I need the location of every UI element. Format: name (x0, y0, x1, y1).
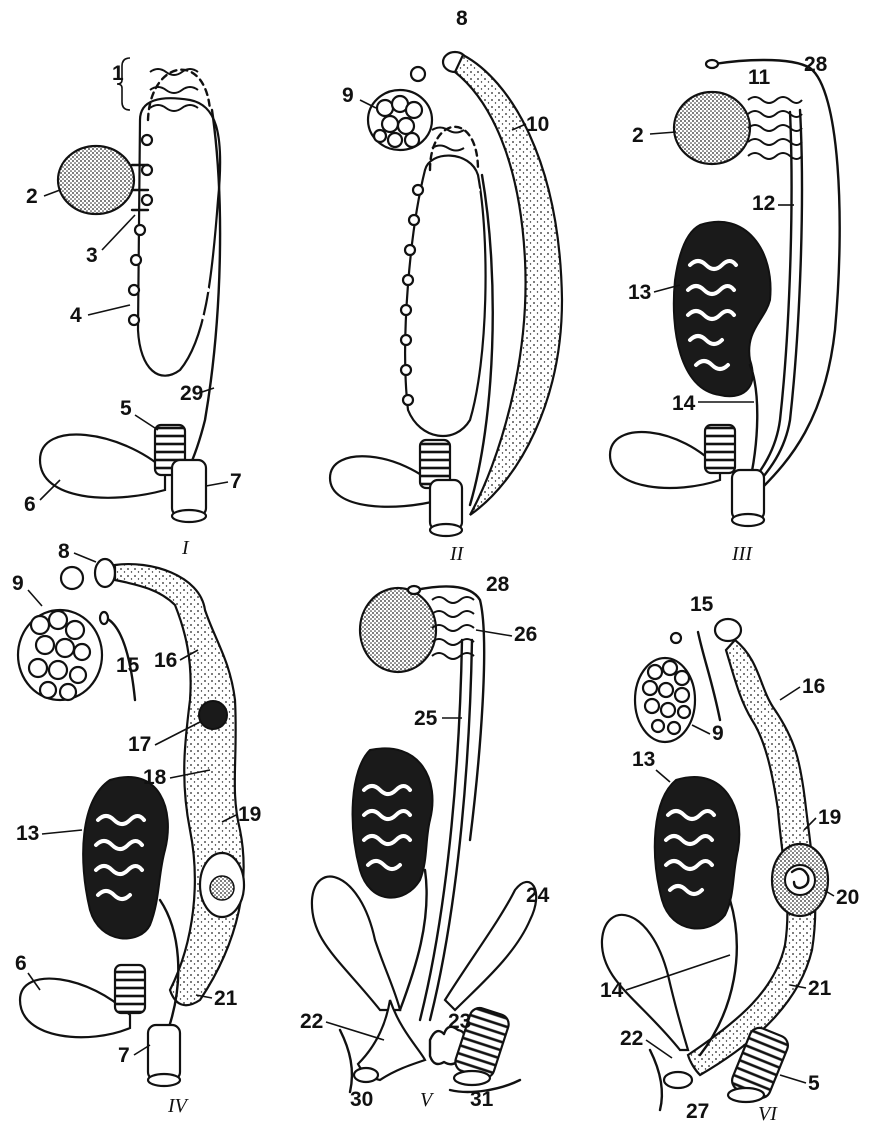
allantois (610, 432, 720, 488)
panel-label-V: V (420, 1089, 435, 1111)
label-15: 15 (690, 593, 714, 616)
label-27: 27 (686, 1100, 709, 1123)
label-8: 8 (456, 7, 468, 30)
allantois (20, 979, 130, 1038)
fimbriated-opening (95, 559, 115, 587)
oocyte-cluster (368, 67, 432, 150)
label-8: 8 (58, 540, 70, 563)
label-30: 30 (350, 1088, 373, 1111)
label-6: 6 (24, 493, 36, 516)
label-5: 5 (120, 397, 132, 420)
label-9: 9 (342, 84, 354, 107)
efferent-tubules (432, 597, 474, 659)
label-7: 7 (118, 1044, 130, 1067)
label-13: 13 (628, 281, 651, 304)
efferent-tubules (748, 97, 802, 159)
label-2: 2 (26, 185, 38, 208)
panel-label-III: III (731, 543, 753, 565)
label-20: 20 (836, 886, 859, 909)
label-31: 31 (470, 1088, 494, 1111)
seminal-vesicle (445, 882, 536, 1010)
label-16: 16 (154, 649, 177, 672)
label-22: 22 (620, 1027, 643, 1050)
label-25: 25 (414, 707, 438, 730)
label-14: 14 (600, 979, 624, 1002)
oocyte-cluster (18, 567, 102, 700)
label-22: 22 (300, 1010, 323, 1033)
label-6: 6 (15, 952, 27, 975)
metanephros (655, 777, 740, 928)
label-10: 10 (526, 113, 549, 136)
label-15: 15 (116, 654, 140, 677)
label-9: 9 (12, 572, 24, 595)
label-5: 5 (808, 1072, 820, 1095)
label-9: 9 (712, 722, 724, 745)
label-19: 19 (238, 803, 261, 826)
label-13: 13 (632, 748, 655, 771)
label-28: 28 (486, 573, 510, 596)
label-7: 7 (230, 470, 242, 493)
fimbriated-opening (715, 619, 741, 641)
allantois (40, 435, 165, 498)
panel-III: 28 11 2 12 13 14 III (610, 53, 840, 565)
panel-IV: 8 9 15 16 17 18 19 13 6 21 7 IV (12, 540, 261, 1117)
label-13: 13 (16, 822, 39, 845)
label-18: 18 (143, 766, 167, 789)
gonad (360, 588, 436, 672)
panel-label-II: II (449, 543, 465, 565)
label-2: 2 (632, 124, 644, 147)
ureter (160, 900, 178, 1030)
label-24: 24 (526, 884, 550, 907)
label-3: 3 (86, 244, 98, 267)
panel-II: 8 9 10 II (330, 7, 562, 565)
label-21: 21 (808, 977, 832, 1000)
label-12: 12 (752, 192, 775, 215)
label-14: 14 (672, 392, 696, 415)
label-23: 23 (448, 1010, 471, 1033)
panel-label-VI: VI (758, 1103, 778, 1125)
label-29: 29 (180, 382, 203, 405)
label-21: 21 (214, 987, 238, 1010)
label-17: 17 (128, 733, 151, 756)
label-26: 26 (514, 623, 537, 646)
gonad (58, 146, 134, 214)
label-4: 4 (70, 304, 82, 327)
label-11: 11 (748, 66, 771, 89)
panel-label-I: I (181, 537, 190, 559)
gonad (674, 92, 750, 164)
metanephros (83, 777, 168, 938)
mesonephros (405, 156, 485, 436)
label-16: 16 (802, 675, 825, 698)
panel-V: 28 26 25 24 23 22 30 V 31 (300, 573, 550, 1111)
panel-label-IV: IV (167, 1095, 190, 1117)
cloaca-tube (172, 460, 206, 516)
label-19: 19 (818, 806, 841, 829)
ovum-stage-1 (199, 701, 227, 729)
metanephros (353, 748, 433, 897)
panel-VI: 15 16 9 13 19 20 14 21 22 5 27 VI (600, 593, 859, 1125)
oocyte-cluster (635, 633, 695, 742)
panel-I: 1 2 3 4 29 5 6 7 I (24, 58, 242, 559)
label-28: 28 (804, 53, 828, 76)
appendix-thread (698, 632, 720, 720)
